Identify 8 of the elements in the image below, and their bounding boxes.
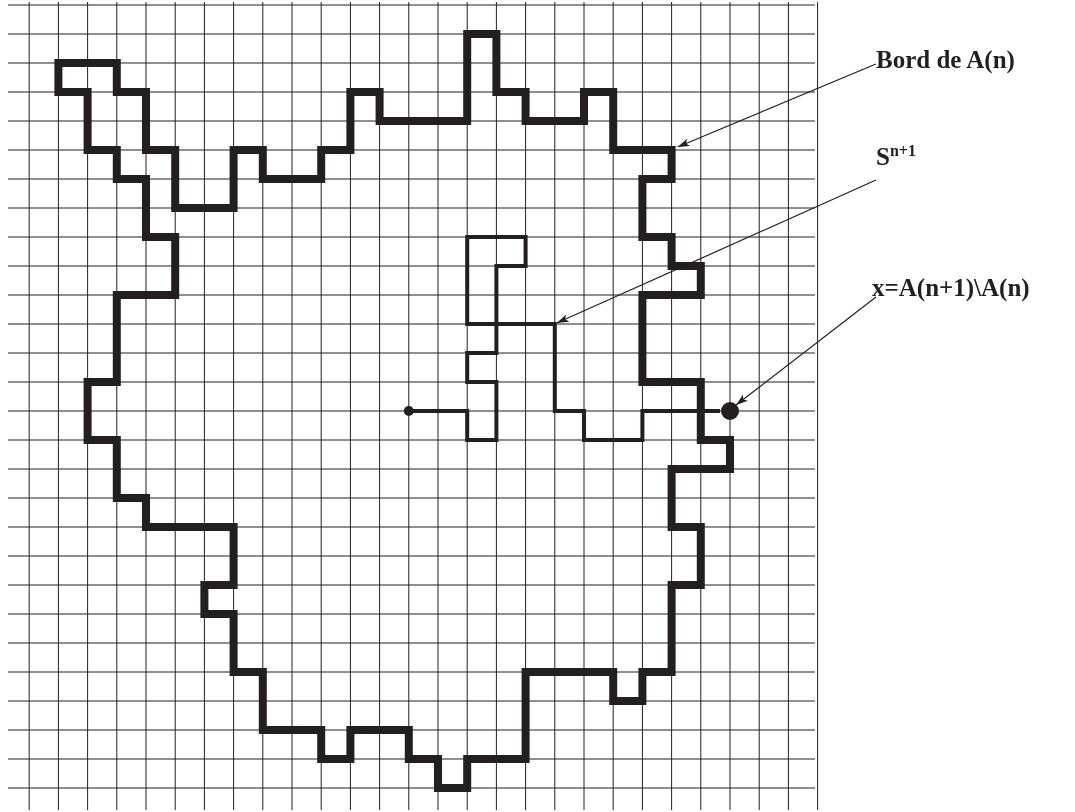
site-dot bbox=[721, 402, 739, 420]
callout-label: Bord de A(n) bbox=[876, 46, 1015, 74]
cluster-boundary bbox=[54, 30, 734, 792]
callout-label: S$^{n+1}$ bbox=[876, 142, 916, 171]
leader-line bbox=[677, 63, 877, 148]
leader-line bbox=[556, 179, 877, 324]
leader-line bbox=[735, 296, 877, 406]
callout-label: x=A(n+1)\A(n) bbox=[872, 274, 1030, 302]
